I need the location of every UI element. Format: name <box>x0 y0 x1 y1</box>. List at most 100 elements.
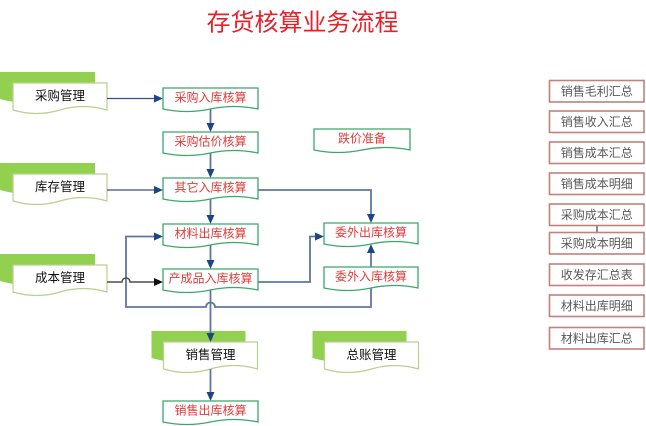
report-sales-revenue-summary[interactable]: 销售收入汇总 <box>548 110 645 134</box>
connector-arrowhead <box>154 94 163 103</box>
report-purchase-cost-summary[interactable]: 采购成本汇总 <box>548 203 645 227</box>
document-shape <box>12 173 108 206</box>
module-label: 销售管理 <box>185 347 236 362</box>
connector-arrowhead <box>206 392 215 401</box>
node-material-outbound-accounting[interactable]: 材料出库核算 <box>162 223 259 249</box>
connector-sales-mgmt-to-sales-outbound <box>206 369 215 401</box>
module-label: 总账管理 <box>346 347 397 362</box>
report-stock-movement-summary[interactable]: 收发存汇总表 <box>548 263 645 287</box>
module-label: 采购管理 <box>35 88 86 103</box>
connectors <box>107 94 375 401</box>
module-purchase-management[interactable]: 采购管理 <box>0 72 108 115</box>
connector-other-inbound-to-outsourcing-outbound <box>258 189 375 223</box>
connector-purchase-estimate-to-other-inbound <box>206 153 215 178</box>
node-other-inbound-accounting[interactable]: 其它入库核算 <box>162 177 259 203</box>
node-outsourcing-outbound-accounting[interactable]: 委外出库核算 <box>323 222 419 248</box>
module-sales-management[interactable]: 销售管理 <box>151 331 259 374</box>
report-label: 材料出库明细 <box>561 298 633 313</box>
node-label: 委外入库核算 <box>335 269 407 284</box>
report-box <box>548 172 645 196</box>
document-shape <box>323 341 420 374</box>
document-shape <box>313 128 411 154</box>
document-shape <box>12 82 108 115</box>
document-shape <box>162 341 259 374</box>
connector-material-outbound-to-finished-goods-inbound <box>206 245 215 269</box>
report-box <box>548 110 645 134</box>
node-label: 委外出库核算 <box>335 225 407 240</box>
connector-arrowhead <box>206 123 215 132</box>
document-shape <box>162 223 259 249</box>
report-list: 销售毛利汇总 销售收入汇总 销售成本汇总 销售成本明细 采购成本汇总 采购成本明… <box>548 79 645 350</box>
report-label: 销售成本汇总 <box>561 145 633 160</box>
connector-arrowhead <box>206 260 215 269</box>
document-shape <box>162 131 259 157</box>
document-shape <box>162 268 259 294</box>
node-label: 材料出库核算 <box>174 226 246 241</box>
report-sales-gross-profit-summary[interactable]: 销售毛利汇总 <box>548 79 645 103</box>
node-outsourcing-inbound-accounting[interactable]: 委外入库核算 <box>323 266 419 292</box>
node-purchase-estimate-accounting[interactable]: 采购估价核算 <box>162 131 259 157</box>
report-label: 销售成本明细 <box>561 176 633 191</box>
connector-arrowhead <box>367 244 375 253</box>
report-box <box>548 326 645 350</box>
document-shape <box>162 400 259 426</box>
module-label: 库存管理 <box>35 179 86 194</box>
node-label: 销售出库核算 <box>174 403 246 418</box>
report-box <box>548 79 645 103</box>
connector-line <box>258 235 317 283</box>
connector-arrowhead <box>206 215 215 224</box>
report-purchase-cost-detail[interactable]: 采购成本明细 <box>548 231 645 255</box>
connector-arrowhead <box>206 169 215 178</box>
module-label: 成本管理 <box>35 270 86 285</box>
module-inventory-management[interactable]: 库存管理 <box>0 163 108 206</box>
connector-arrowhead <box>367 214 375 223</box>
report-box <box>548 263 645 287</box>
document-shape <box>323 266 419 292</box>
connector-arrowhead <box>154 186 163 194</box>
document-shape <box>162 87 259 113</box>
node-label: 其它入库核算 <box>174 180 246 195</box>
report-label: 销售毛利汇总 <box>561 83 633 98</box>
module-cost-management[interactable]: 成本管理 <box>0 254 108 297</box>
connector-arrowhead <box>154 278 163 286</box>
connector-arrowhead <box>154 232 163 241</box>
connector-line <box>107 277 156 283</box>
report-label: 采购成本明细 <box>561 235 633 250</box>
report-label: 材料出库汇总 <box>561 330 633 345</box>
page-title: 存货核算业务流程 <box>207 9 399 37</box>
node-purchase-inbound-accounting[interactable]: 采购入库核算 <box>162 87 259 113</box>
report-label: 收发存汇总表 <box>561 267 633 282</box>
report-material-outbound-detail[interactable]: 材料出库明细 <box>548 294 645 318</box>
report-box <box>548 231 645 255</box>
connector-arrowhead <box>206 333 215 342</box>
node-inventory-impairment-reserve[interactable]: 跌价准备 <box>313 128 411 154</box>
connector-other-inbound-to-material-outbound <box>206 199 215 224</box>
document-shape <box>323 222 419 248</box>
document-shape <box>12 264 108 297</box>
connector-purchase-mgmt-to-purchase-inbound <box>107 94 163 103</box>
connector-purchase-inbound-to-purchase-estimate <box>206 109 215 132</box>
node-finished-goods-inbound-accounting[interactable]: 产成品入库核算 <box>162 268 259 294</box>
node-label: 产成品入库核算 <box>168 271 252 286</box>
node-label: 跌价准备 <box>338 131 386 146</box>
connector-cost-mgmt-to-finished-goods-inbound <box>107 277 163 286</box>
report-material-outbound-summary[interactable]: 材料出库汇总 <box>548 326 645 350</box>
connector-finished-goods-inbound-to-outsourcing-outbound <box>258 232 324 283</box>
report-box <box>548 294 645 318</box>
document-shape <box>162 177 259 203</box>
report-sales-cost-summary[interactable]: 销售成本汇总 <box>548 141 645 165</box>
report-box <box>548 141 645 165</box>
connector-arrowhead <box>315 232 324 241</box>
report-sales-cost-detail[interactable]: 销售成本明细 <box>548 172 645 196</box>
connector-inventory-mgmt-to-other-inbound <box>107 186 163 194</box>
report-label: 销售收入汇总 <box>561 114 633 129</box>
module-general-ledger[interactable]: 总账管理 <box>312 331 420 374</box>
connector-line <box>258 189 372 216</box>
node-sales-outbound-accounting[interactable]: 销售出库核算 <box>162 400 259 426</box>
report-box <box>548 203 645 227</box>
node-label: 采购入库核算 <box>174 90 246 105</box>
report-label: 采购成本汇总 <box>561 207 633 222</box>
connector-finished-goods-inbound-to-sales-mgmt <box>206 290 215 342</box>
